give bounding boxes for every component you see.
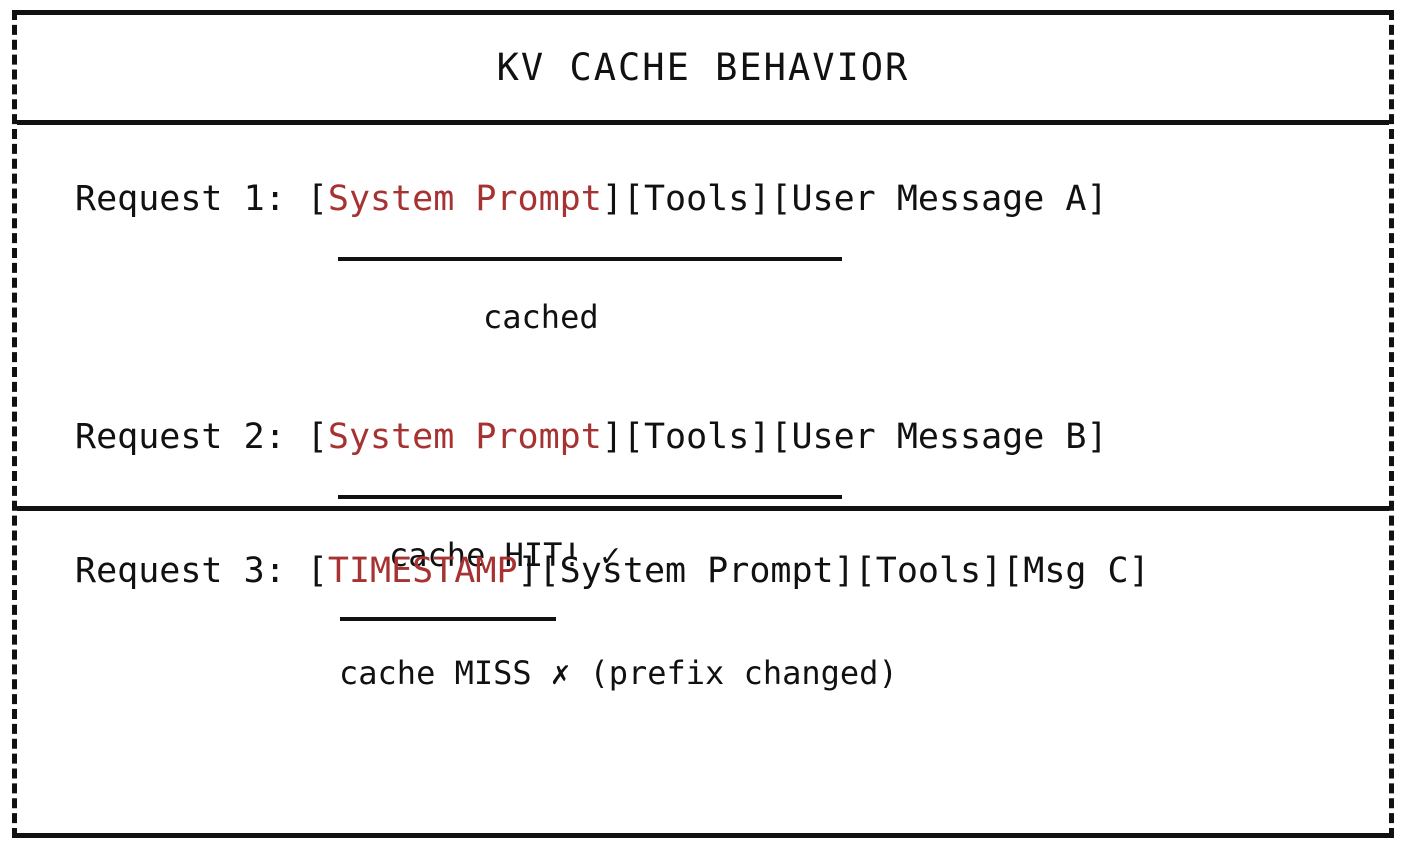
request-3-token-0: [ — [306, 551, 328, 591]
request-2-label: Request 2: — [75, 417, 286, 457]
request-2-token-0: [ — [306, 417, 328, 457]
request-2-token-1: System Prompt — [327, 417, 602, 457]
request-row-3: Request 3: [TIMESTAMP][System Prompt][To… — [75, 549, 1150, 593]
request-1-token-1: System Prompt — [327, 179, 602, 219]
request-row-1: Request 1: [System Prompt][Tools][User M… — [75, 177, 1108, 221]
request-1-cache-note: cached — [483, 298, 599, 336]
request-2-spacer — [286, 417, 307, 457]
request-3-label: Request 3: — [75, 551, 286, 591]
request-3-changed-prefix-underline — [340, 617, 556, 621]
request-1-spacer — [286, 179, 307, 219]
request-3-token-2: ][System Prompt][Tools][Msg C] — [517, 551, 1150, 591]
request-row-2: Request 2: [System Prompt][Tools][User M… — [75, 415, 1108, 459]
request-1-token-2: ][Tools][User Message A] — [601, 179, 1108, 219]
request-3-spacer — [286, 551, 307, 591]
request-2-token-2: ][Tools][User Message B] — [601, 417, 1108, 457]
request-1-token-0: [ — [306, 179, 328, 219]
diagram-title: KV CACHE BEHAVIOR — [496, 46, 910, 89]
request-2-cache-note: cache HIT! ✓ — [389, 536, 621, 574]
diagram-title-band: KV CACHE BEHAVIOR — [17, 15, 1389, 125]
request-2-cached-prefix-underline — [338, 495, 842, 499]
request-1-label: Request 1: — [75, 179, 286, 219]
request-3-token-1: TIMESTAMP — [327, 551, 518, 591]
kv-cache-diagram-frame: KV CACHE BEHAVIOR Request 1: [System Pro… — [12, 10, 1394, 838]
cache-miss-section: Request 3: [TIMESTAMP][System Prompt][To… — [17, 511, 1389, 738]
request-3-cache-note: cache MISS ✗ (prefix changed) — [339, 654, 898, 692]
request-1-cached-prefix-underline — [338, 257, 842, 261]
cache-hit-section: Request 1: [System Prompt][Tools][User M… — [17, 125, 1389, 574]
